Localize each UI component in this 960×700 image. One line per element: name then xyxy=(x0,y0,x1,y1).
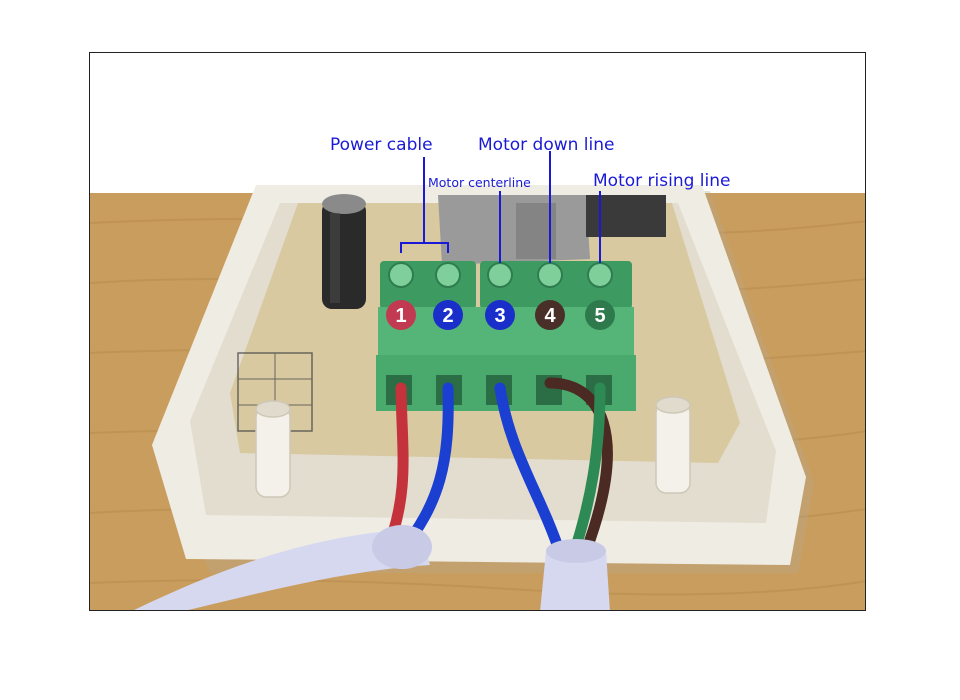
svg-text:3: 3 xyxy=(494,305,505,327)
cable-left-end xyxy=(372,525,432,569)
wire-green xyxy=(568,382,606,559)
svg-text:5: 5 xyxy=(594,305,605,327)
wiring-photo: 1 2 3 4 5 xyxy=(90,151,865,610)
cable-left xyxy=(134,529,430,610)
label-motor-down-line: Motor down line xyxy=(478,135,615,155)
label-power-cable: Power cable xyxy=(330,135,433,155)
svg-text:2: 2 xyxy=(442,305,453,327)
terminal-badges: 1 2 3 4 5 xyxy=(386,300,615,330)
wire-blue-2 xyxy=(494,382,566,559)
terminal-badge-2: 2 xyxy=(433,300,463,330)
label-motor-centerline: Motor centerline xyxy=(428,175,531,190)
leader-lines xyxy=(400,151,601,263)
terminal-badge-3: 3 xyxy=(485,300,515,330)
terminal-badge-4: 4 xyxy=(535,300,565,330)
svg-text:1: 1 xyxy=(395,305,406,327)
cable-right-end xyxy=(546,539,606,563)
label-motor-rising-line: Motor rising line xyxy=(593,171,731,191)
svg-text:4: 4 xyxy=(544,305,556,327)
capacitor xyxy=(322,194,366,309)
terminal-badge-5: 5 xyxy=(585,300,615,330)
terminal-badge-1: 1 xyxy=(386,300,416,330)
cable-right xyxy=(540,551,610,610)
enclosure-posts xyxy=(255,396,691,498)
photo-frame: 1 2 3 4 5 Power cable Motor centerline M… xyxy=(89,52,866,611)
